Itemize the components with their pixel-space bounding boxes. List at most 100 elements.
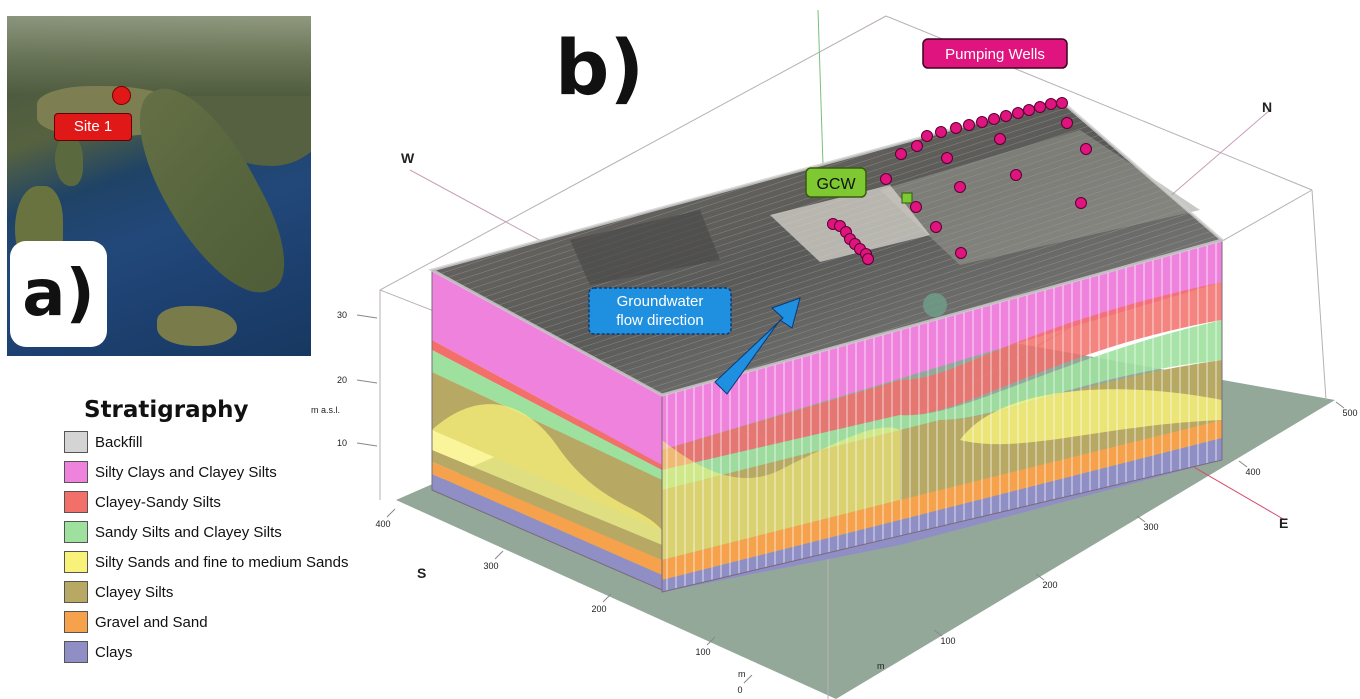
gcw-callout: GCW — [805, 167, 867, 198]
tick-mark — [386, 508, 396, 518]
z-axis-unit: m a.s.l. — [311, 405, 340, 415]
legend-item: Clayey Silts — [64, 581, 173, 603]
tick-label: 300 — [483, 561, 498, 571]
tick-label: 200 — [591, 604, 606, 614]
west-face — [431, 269, 663, 591]
pumping-well-marker — [1075, 197, 1087, 209]
pumping-wells-callout: Pumping Wells — [922, 38, 1068, 69]
legend-item: Backfill — [64, 431, 143, 453]
flow-direction-arrow — [714, 297, 801, 395]
corsica-island — [55, 136, 83, 186]
legend-swatch — [64, 461, 88, 483]
flow-direction-callout: Groundwater flow direction — [588, 287, 732, 335]
legend-swatch — [64, 521, 88, 543]
legend-item: Sandy Silts and Clayey Silts — [64, 521, 282, 543]
pumping-wells-label: Pumping Wells — [945, 46, 1045, 63]
direction-west: W — [401, 150, 415, 166]
tick-mark — [743, 674, 753, 684]
pumping-well-marker — [880, 173, 892, 185]
legend-swatch — [64, 551, 88, 573]
tick-label: 0 — [737, 685, 742, 695]
pumping-well-marker — [911, 140, 923, 152]
south-face — [661, 239, 1223, 593]
legend-swatch — [64, 641, 88, 663]
pumping-well-marker — [930, 221, 942, 233]
tick-mark — [933, 629, 943, 637]
legend-label: Gravel and Sand — [95, 613, 208, 631]
pumping-well-marker — [1012, 107, 1024, 119]
legend-label: Silty Sands and fine to medium Sands — [95, 553, 349, 571]
legend-label: Clayey-Sandy Silts — [95, 493, 221, 511]
pumping-well-marker — [941, 152, 953, 164]
pumping-well-marker — [921, 130, 933, 142]
tick-mark — [356, 442, 378, 447]
gcw-label: GCW — [816, 176, 856, 193]
direction-east: E — [1279, 515, 1288, 531]
legend-item: Gravel and Sand — [64, 611, 208, 633]
legend-item: Clays — [64, 641, 133, 663]
tick-mark — [494, 550, 504, 560]
legend-label: Clayey Silts — [95, 583, 174, 601]
tick-mark — [1238, 460, 1248, 468]
tick-label: 200 — [1042, 580, 1057, 590]
legend-swatch — [64, 611, 88, 633]
panel-b-label: b) — [555, 23, 645, 112]
legend-item: Clayey-Sandy Silts — [64, 491, 221, 513]
tick-mark — [706, 636, 716, 646]
left-axis: 400 300 200 100 0 — [375, 508, 753, 695]
legend-label: Sandy Silts and Clayey Silts — [95, 523, 282, 541]
flow-label-line1: Groundwater — [617, 293, 704, 310]
direction-north: N — [1262, 99, 1272, 115]
pumping-well-marker — [1045, 98, 1057, 110]
pumping-well-marker — [1056, 97, 1068, 109]
site-label: Site 1 — [54, 113, 132, 141]
pumping-well-marker — [1061, 117, 1073, 129]
legend-swatch — [64, 491, 88, 513]
tick-label: 100 — [695, 647, 710, 657]
pumping-well-marker — [955, 247, 967, 259]
tick-mark — [356, 379, 378, 384]
pumping-well-marker — [988, 113, 1000, 125]
sicily-island — [157, 306, 237, 346]
tick-mark — [1335, 401, 1345, 409]
pumping-well-marker — [976, 116, 988, 128]
tick-label: 10 — [337, 438, 347, 448]
legend-label: Backfill — [95, 433, 143, 451]
pumping-well-marker — [954, 181, 966, 193]
tick-mark — [1035, 573, 1045, 581]
pumping-well-marker — [1080, 143, 1092, 155]
legend-swatch — [64, 581, 88, 603]
legend-item: Silty Sands and fine to medium Sands — [64, 551, 348, 573]
gcw-marker — [901, 192, 913, 204]
tick-label: 500 — [1342, 408, 1357, 418]
pumping-well-marker — [994, 133, 1006, 145]
pumping-well-marker — [1023, 104, 1035, 116]
pumping-well-marker — [950, 122, 962, 134]
site-location-marker — [112, 86, 131, 105]
pumping-well-marker — [910, 201, 922, 213]
alps-region — [7, 16, 311, 96]
legend-label: Silty Clays and Clayey Silts — [95, 463, 277, 481]
flow-label-line2: flow direction — [616, 312, 704, 329]
legend-swatch — [64, 431, 88, 453]
tick-label: 30 — [337, 310, 347, 320]
tick-label: 400 — [1245, 467, 1260, 477]
direction-south: S — [417, 565, 426, 581]
tick-label: 100 — [940, 636, 955, 646]
pumping-well-marker — [1034, 101, 1046, 113]
left-axis-unit: m — [738, 669, 746, 679]
panel-a-badge — [10, 241, 107, 347]
pumping-well-marker — [935, 126, 947, 138]
pumping-well-marker — [895, 148, 907, 160]
tick-label: 400 — [375, 519, 390, 529]
pumping-well-marker — [862, 253, 874, 265]
pumping-well-marker — [963, 119, 975, 131]
legend-item: Silty Clays and Clayey Silts — [64, 461, 277, 483]
tick-mark — [1136, 515, 1146, 523]
pumping-wells — [827, 97, 1092, 265]
pumping-well-marker — [1000, 110, 1012, 122]
tick-mark — [356, 314, 378, 319]
